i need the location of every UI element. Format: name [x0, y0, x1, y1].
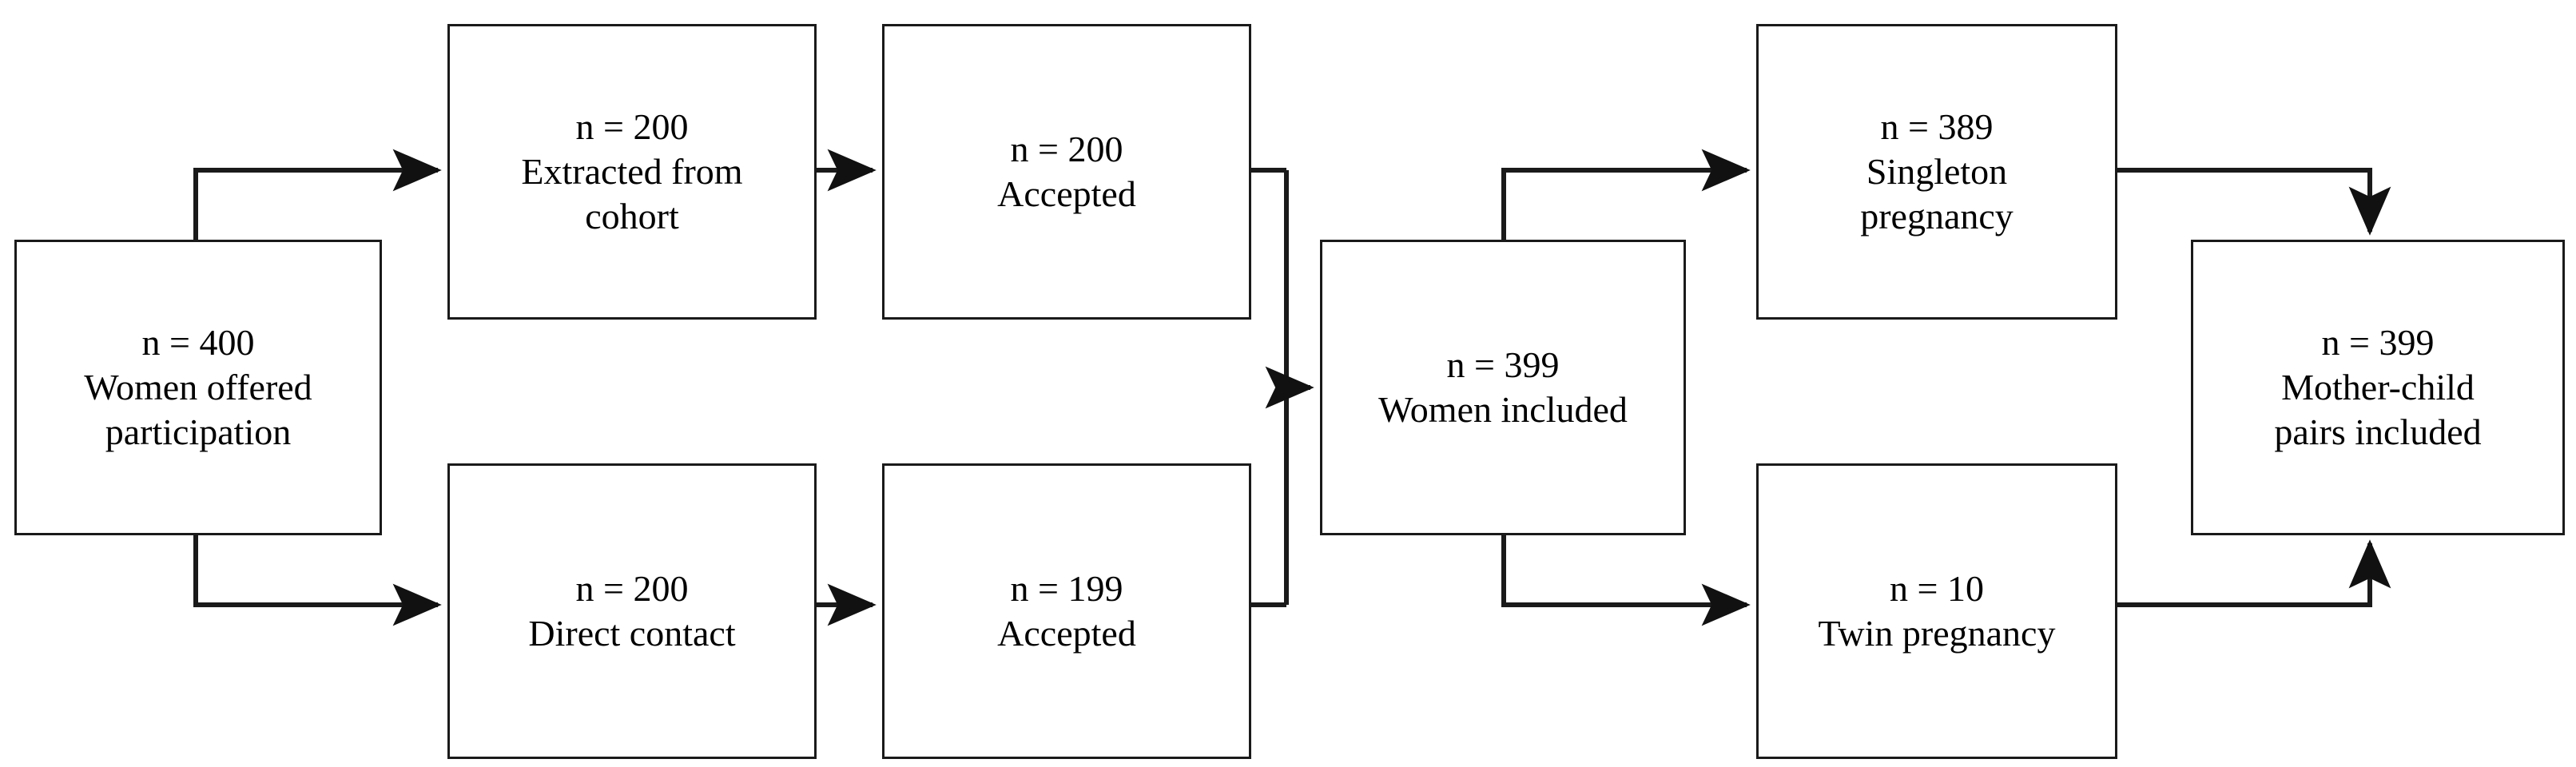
node-count: n = 200 — [575, 105, 689, 147]
node-desc-line-1: Direct contact — [528, 613, 736, 654]
node-count: n = 200 — [1010, 128, 1123, 169]
node-singleton-pregnancy[interactable]: n = 389 Singleton pregnancy — [1756, 24, 2117, 320]
node-desc-line-1: Singleton — [1866, 150, 2008, 192]
node-women-included[interactable]: n = 399 Women included — [1320, 240, 1686, 535]
node-count: n = 200 — [575, 567, 689, 609]
edge-offered-to-direct — [193, 535, 442, 626]
edge-offered-to-extracted — [193, 149, 442, 240]
node-desc-line-1: Accepted — [997, 613, 1136, 654]
node-desc-line-2: cohort — [585, 196, 679, 237]
node-women-offered[interactable]: n = 400 Women offered participation — [14, 240, 382, 535]
node-desc-line-1: Extracted from — [521, 150, 743, 192]
node-desc-line-1: Accepted — [997, 173, 1136, 214]
node-count: n = 399 — [2321, 321, 2435, 363]
node-desc-line-1: Women included — [1378, 389, 1628, 430]
node-accepted-direct[interactable]: n = 199 Accepted — [882, 463, 1251, 759]
node-accepted-cohort[interactable]: n = 200 Accepted — [882, 24, 1251, 320]
node-desc-line-1: Mother-child — [2281, 366, 2475, 407]
edge-singleton-to-pairs — [2117, 168, 2391, 236]
node-count: n = 399 — [1446, 344, 1560, 385]
node-desc-line-1: Women offered — [84, 366, 312, 407]
node-extracted-from-cohort[interactable]: n = 200 Extracted from cohort — [447, 24, 817, 320]
node-desc-line-2: pregnancy — [1860, 196, 2013, 237]
node-count: n = 389 — [1880, 105, 1994, 147]
node-count: n = 400 — [141, 321, 255, 363]
node-count: n = 199 — [1010, 567, 1123, 609]
node-direct-contact[interactable]: n = 200 Direct contact — [447, 463, 817, 759]
node-twin-pregnancy[interactable]: n = 10 Twin pregnancy — [1756, 463, 2117, 759]
node-desc-line-2: pairs included — [2274, 411, 2482, 453]
node-count: n = 10 — [1890, 567, 1984, 609]
node-desc-line-1: Twin pregnancy — [1818, 613, 2056, 654]
node-mother-child-pairs[interactable]: n = 399 Mother-child pairs included — [2191, 240, 2565, 535]
edge-included-to-singleton — [1501, 149, 1751, 240]
edge-included-to-twin — [1501, 535, 1751, 626]
edge-twin-to-pairs — [2117, 539, 2391, 607]
node-desc-line-2: participation — [105, 411, 292, 453]
